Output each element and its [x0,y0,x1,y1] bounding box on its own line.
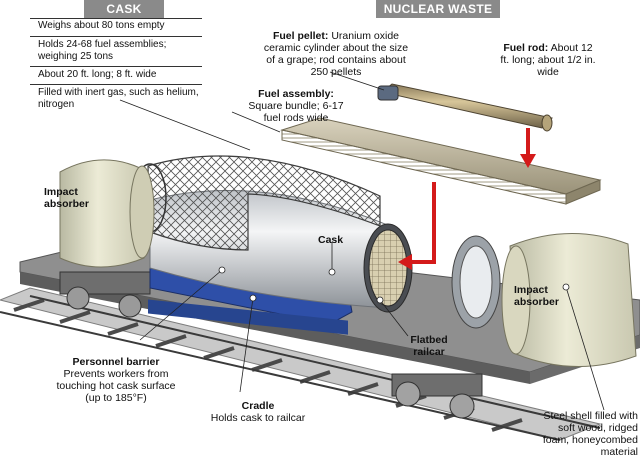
cradle-base [148,299,348,335]
wheel-truck-front [391,373,483,419]
spec-divider [30,18,202,19]
cask-spec-item: Holds 24-68 fuel assemblies; weighing 25… [38,39,167,62]
personnel-barrier-mesh [147,155,381,251]
personnel-barrier-text: Prevents workers from touching hot cask … [56,368,176,404]
label-fuel-rod: Fuel rod: About 12 ft. long; about 1/2 i… [498,42,598,78]
fuel-assembly-text: Square bundle; 6-17 fuel rods wide [248,100,344,124]
leader-dots [218,266,570,304]
arrow-assembly-to-cask-head [398,254,412,270]
spec-divider [30,36,202,37]
rail-near [0,311,561,441]
cask-lid-ring-inner [459,245,493,319]
fuel-pellet-text: Uranium oxide ceramic cylinder about the… [263,30,409,78]
fuel-rod-text: About 12 ft. long; about 1/2 in. wide [500,42,596,78]
spec-divider [30,84,202,85]
impact-absorber-right [509,233,637,367]
fuel-rod [377,83,554,132]
impact-absorber-right-face [501,245,531,355]
label-impact-absorber-right: Impact absorber [514,284,559,308]
label-steel-shell: Steel shell filled with soft wood, ridge… [542,410,638,458]
fuel-rod-title: Fuel rod: [503,42,549,54]
arrow-rod-to-assembly-head [520,154,536,168]
label-cask: Cask [318,234,344,246]
label-cradle: Cradle Holds cask to railcar [198,400,318,424]
cradle-title: Cradle [241,400,275,412]
fuel-pellet-title: Fuel pellet: [272,30,329,42]
cask-spec-item: Weighs about 80 tons empty [38,20,165,31]
railcar-side [20,272,530,384]
label-flatbed-railcar: Flatbed railcar [410,334,448,358]
leader-lines [119,71,605,411]
fuel-assembly-title: Fuel assembly: [258,88,334,100]
personnel-barrier-title: Personnel barrier [72,356,160,368]
impact-absorber-left-face [129,165,155,259]
label-personnel-barrier: Personnel barrier Prevents workers from … [50,356,182,404]
fuel-assembly-end [565,179,601,205]
label-fuel-pellet: Fuel pellet: Uranium oxide ceramic cylin… [262,30,410,78]
impact-absorber-left [59,159,145,268]
label-impact-absorber-left: Impact absorber [44,186,89,210]
header-cask: CASK [84,0,164,18]
cask-spec-item: Filled with inert gas, such as helium, n… [38,87,199,110]
rail-far [29,295,601,429]
cask-end-face [368,229,408,307]
header-nuclear-waste: NUCLEAR WASTE [376,0,500,18]
arrow-assembly-to-cask [410,182,436,264]
cradle-text: Holds cask to railcar [210,412,306,424]
track [0,287,602,441]
spec-divider [30,66,202,67]
cask-spec-item: About 20 ft. long; 8 ft. wide [38,69,157,80]
label-fuel-assembly: Fuel assembly: Square bundle; 6-17 fuel … [248,88,344,124]
wheel-truck-rear [59,271,151,318]
